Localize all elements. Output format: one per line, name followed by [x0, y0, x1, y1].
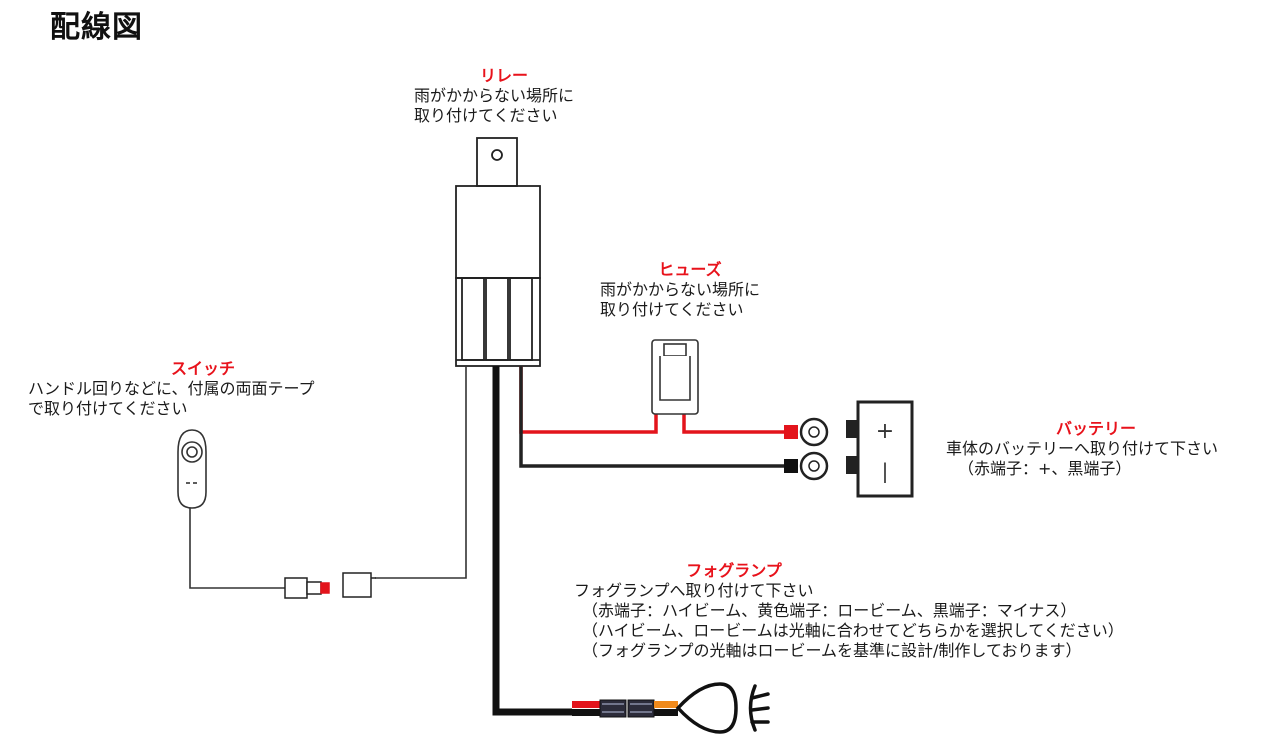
relay-pin-1 [461, 277, 485, 361]
fog-black-lead [572, 709, 600, 716]
battery-body [856, 400, 914, 498]
fog-lamp-ray-2 [750, 706, 770, 712]
switch-hole-inner [186, 446, 198, 458]
battery-label-group: バッテリー 車体のバッテリーへ取り付けて下さい （赤端子：+、黒端子） [946, 415, 1266, 479]
foglamp-note-line-4: （フォグランプの光軸はロービームを基準に設計/制作しております） [582, 641, 1082, 660]
switch-icon [177, 429, 207, 509]
switch-connector-red-mark [320, 582, 330, 594]
relay-note-line-1: 雨がかからない場所に [414, 86, 575, 105]
battery-plus-symbol: + [876, 419, 894, 444]
fuse-inner [659, 356, 691, 401]
foglamp-note-line-2: （赤端子：ハイビーム、黄色端子：ロービーム、黒端子：マイナス） [582, 601, 1077, 620]
relay-socket [455, 277, 541, 367]
fog-lamp-ray-1 [750, 692, 770, 700]
battery-note-line-2: （赤端子：+、黒端子） [958, 459, 1132, 478]
relay-body [455, 185, 541, 279]
battery-positive-post [846, 420, 858, 438]
negative-ring-hole [808, 460, 820, 472]
battery-red-wire-relay-side [519, 366, 658, 434]
foglamp-note-line-1: フォグランプへ取り付けて下さい [574, 581, 814, 600]
switch-connector-female [342, 572, 372, 598]
relay-icon [455, 137, 541, 367]
foglamp-label-group: フォグランプ フォグランプへ取り付けて下さい （赤端子：ハイビーム、黄色端子：ロ… [574, 557, 1214, 661]
positive-ring-hole [808, 426, 820, 438]
relay-pin-3 [509, 277, 533, 361]
battery-black-wire [519, 366, 786, 468]
fog-red-wire [572, 701, 600, 708]
switch-note-line-2: で取り付けてください [28, 399, 188, 418]
fuse-note-line-2: 取り付けてください [600, 300, 744, 319]
switch-wire-switch-side [189, 505, 285, 589]
battery-note-line-1: 車体のバッテリーへ取り付けて下さい [946, 439, 1219, 458]
battery-minus-symbol: | [882, 459, 889, 483]
battery-negative-post [846, 456, 858, 474]
fog-black-wire-lamp-side [654, 709, 678, 716]
relay-note-line-2: 取り付けてください [414, 106, 558, 125]
page-title: 配線図 [50, 10, 143, 45]
battery-red-wire-battery-side [682, 414, 786, 434]
connector-icon [284, 572, 376, 599]
foglamp-note-line-3: （ハイビーム、ロービームは光軸に合わせてどちらかを選択してください） [582, 621, 1124, 640]
fuse-note-line-1: 雨がかからない場所に [600, 280, 761, 299]
fog-lamp-beam-curve [748, 684, 757, 732]
switch-connector-male [284, 577, 308, 599]
fuse-label-group: ヒューズ 雨がかからない場所に 取り付けてください [600, 256, 840, 320]
relay-mount-hole [491, 149, 503, 161]
fog-lamp-body [675, 682, 738, 734]
switch-label-group: スイッチ ハンドル回りなどに、付属の両面テープ で取り付けてください [28, 355, 388, 419]
switch-connector-pin [306, 581, 322, 595]
positive-terminal-sleeve [784, 425, 798, 439]
fog-connector-right [627, 699, 655, 718]
fog-lamp-icon [675, 682, 770, 734]
switch-title: スイッチ [170, 359, 235, 378]
battery-icon: + | [846, 400, 914, 498]
switch-note-line-1: ハンドル回りなどに、付属の両面テープ [28, 379, 315, 398]
relay-label-group: リレー 雨がかからない場所に 取り付けてください [414, 62, 644, 126]
battery-title: バッテリー [1055, 419, 1136, 438]
fog-connector-left [599, 699, 627, 718]
fog-connector-icon [572, 699, 678, 718]
switch-wire-relay-side [375, 366, 467, 579]
relay-mount-tab [476, 137, 518, 187]
relay-pin-2 [485, 277, 509, 361]
fog-orange-wire [654, 701, 678, 708]
foglamp-title: フォグランプ [686, 561, 782, 580]
ring-terminal-icon [784, 417, 829, 481]
fuse-title: ヒューズ [658, 260, 722, 279]
negative-terminal-sleeve [784, 459, 798, 473]
fuse-cap [663, 343, 687, 357]
fog-black-wire [492, 366, 572, 716]
relay-title: リレー [479, 66, 528, 85]
fuse-icon [651, 339, 699, 415]
